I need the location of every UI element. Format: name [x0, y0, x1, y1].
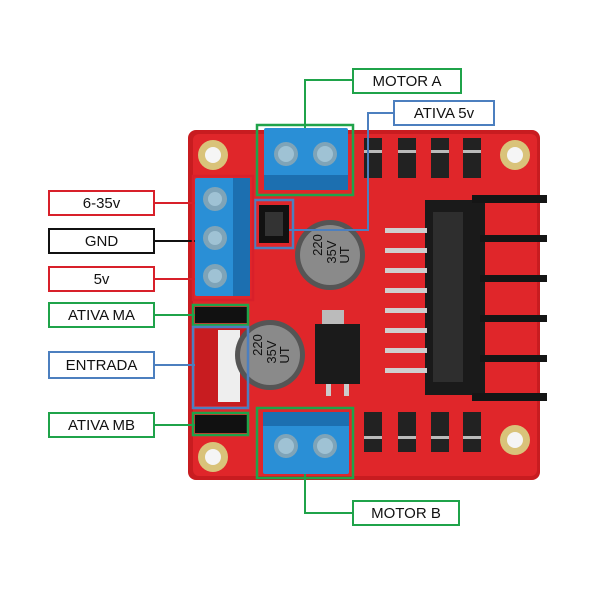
label-ativa-5v: ATIVA 5v [393, 100, 495, 126]
label-ativa-mb: ATIVA MB [48, 412, 155, 438]
heatsink [425, 195, 547, 401]
highlight-ativa-5v [253, 198, 295, 250]
connector-lines [155, 79, 393, 514]
voltage-regulator [315, 310, 360, 396]
capacitor-bottom: 220 35V UT [235, 320, 305, 390]
highlight-motor-a [255, 123, 355, 197]
highlight-inputs [191, 325, 250, 410]
jumper-enb [195, 415, 247, 433]
mount-hole-bottom-left [198, 442, 228, 472]
highlight-ena [191, 303, 250, 327]
cap-top-text-3: UT [337, 246, 352, 263]
highlight-enb [191, 411, 250, 437]
label-motor-a: MOTOR A [352, 68, 462, 94]
terminal-power [195, 178, 250, 296]
highlight-boxes [191, 123, 355, 480]
cap-bottom-text-3: UT [277, 346, 292, 363]
highlight-power [191, 174, 255, 302]
diodes-bottom [364, 412, 481, 452]
label-5v: 5v [48, 266, 155, 292]
cap-top-text-2: 35V [324, 240, 339, 263]
cap-top-text-1: 220 [310, 234, 325, 256]
terminal-motor-a [264, 128, 348, 190]
cap-bottom-text-2: 35V [264, 340, 279, 363]
mount-hole-top-left [198, 140, 228, 170]
label-entrada: ENTRADA [48, 351, 155, 379]
mount-hole-bottom-right [500, 425, 530, 455]
jumper-5v [259, 205, 289, 243]
mount-hole-top-right [500, 140, 530, 170]
highlight-motor-b [255, 406, 355, 480]
label-motor-b: MOTOR B [352, 500, 460, 526]
label-6-35v: 6-35v [48, 190, 155, 216]
driver-chip-pins [385, 228, 427, 373]
input-header [195, 326, 247, 406]
terminal-motor-b [263, 412, 349, 474]
label-ativa-ma: ATIVA MA [48, 302, 155, 328]
cap-bottom-text-1: 220 [250, 334, 265, 356]
capacitor-top: 220 35V UT [295, 220, 365, 290]
label-gnd: GND [48, 228, 155, 254]
jumper-ena [195, 307, 247, 323]
